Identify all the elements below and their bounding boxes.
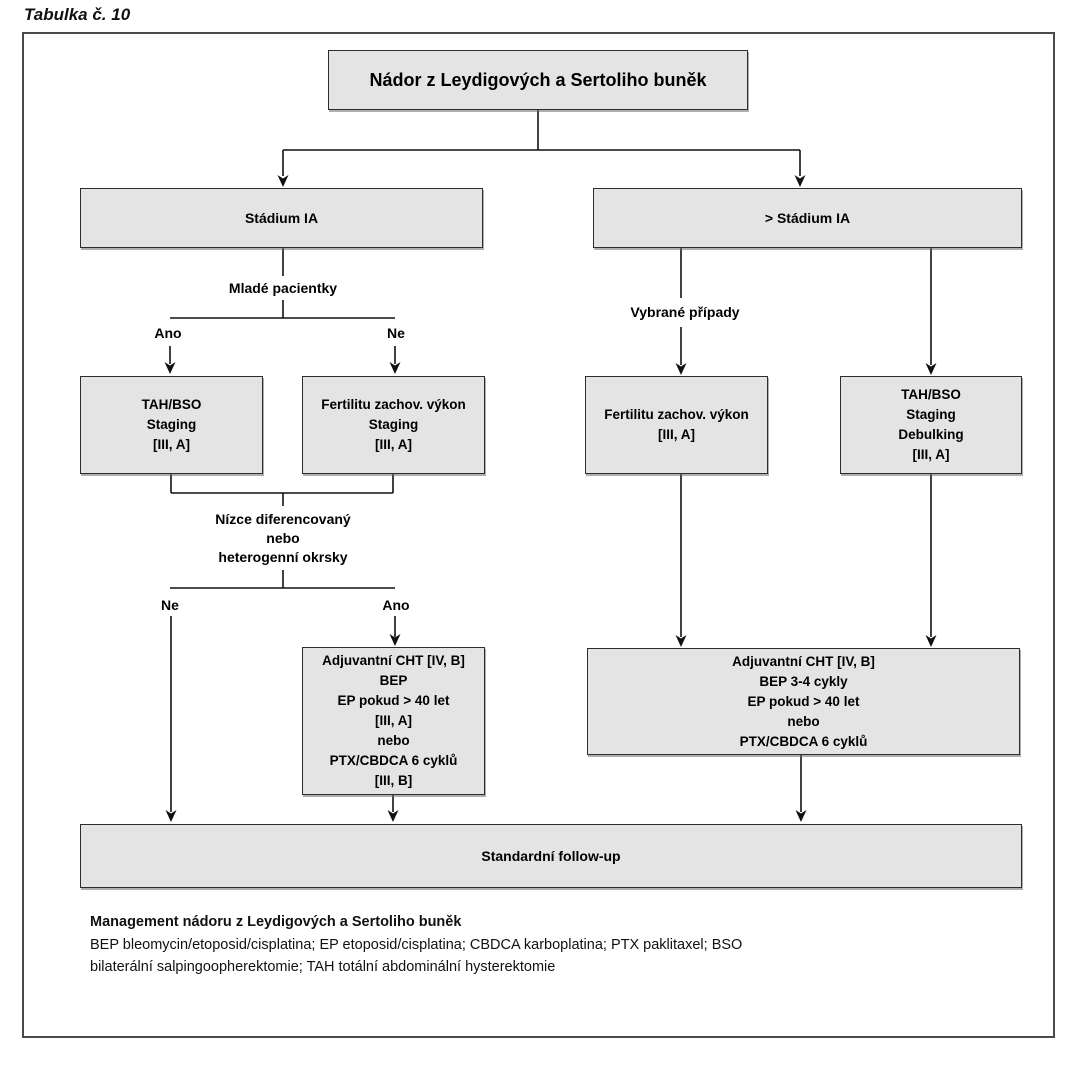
node-follow-up: Standardní follow-up xyxy=(80,824,1022,888)
node-root-label: Nádor z Leydigových a Sertoliho buněk xyxy=(369,70,707,90)
node-line: Fertilitu zachov. výkon xyxy=(321,397,466,412)
node-line: BEP 3-4 cykly xyxy=(759,673,848,689)
node-line: Fertilitu zachov. výkon xyxy=(604,407,749,422)
node-tah-bso-debulking: TAH/BSO Staging Debulking [III, A] xyxy=(840,376,1022,474)
label-mlade-pacientky: Mladé pacientky xyxy=(228,280,338,296)
footnote: Management nádoru z Leydigových a Sertol… xyxy=(90,911,742,979)
node-line: Staging xyxy=(146,417,197,432)
node-line: [III, A] xyxy=(375,437,412,452)
node-line: BEP xyxy=(379,673,408,688)
node-line: Staging xyxy=(906,407,956,422)
node-gt-stadium-ia-label: > Stádium IA xyxy=(764,210,851,226)
label-nizce-line1: Nízce diferencovaný xyxy=(215,511,351,527)
node-line: Staging xyxy=(368,417,419,432)
label-vybrane-pripady: Vybrané případy xyxy=(630,304,740,320)
table-caption: Tabulka č. 10 xyxy=(24,5,131,24)
node-line: TAH/BSO xyxy=(141,397,202,412)
label-ne-2: Ne xyxy=(161,597,179,613)
node-line: PTX/CBDCA 6 cyklů xyxy=(329,753,458,768)
node-line: EP pokud > 40 let xyxy=(337,693,450,708)
label-ano-2: Ano xyxy=(382,597,410,613)
node-line: [III, A] xyxy=(375,713,412,728)
node-line: [III, B] xyxy=(374,773,413,788)
node-fertilita-staging: Fertilitu zachov. výkon Staging [III, A] xyxy=(302,376,485,474)
node-follow-up-label: Standardní follow-up xyxy=(481,848,621,864)
node-line: [III, A] xyxy=(912,447,950,462)
node-line: TAH/BSO xyxy=(901,387,961,402)
label-ano-1: Ano xyxy=(154,325,182,341)
footnote-title: Management nádoru z Leydigových a Sertol… xyxy=(90,914,462,930)
node-stadium-ia: Stádium IA xyxy=(80,188,483,248)
node-adjuvant-cht-right: Adjuvantní CHT [IV, B] BEP 3-4 cykly EP … xyxy=(587,648,1020,755)
node-line: Debulking xyxy=(898,427,964,442)
node-adjuvant-cht-left: Adjuvantní CHT [IV, B] BEP EP pokud > 40… xyxy=(302,647,485,795)
node-fertilita-vykon: Fertilitu zachov. výkon [III, A] xyxy=(585,376,768,474)
node-stadium-ia-label: Stádium IA xyxy=(244,210,319,226)
label-nizce-line2: nebo xyxy=(266,530,300,546)
label-nizce-diferencovany: Nízce diferencovaný nebo heterogenní okr… xyxy=(215,510,350,567)
node-line: PTX/CBDCA 6 cyklů xyxy=(739,733,868,749)
label-nizce-line3: heterogenní okrsky xyxy=(218,549,348,565)
node-line: [III, A] xyxy=(153,437,190,452)
node-line: [III, A] xyxy=(658,427,695,442)
node-tah-bso-staging: TAH/BSO Staging [III, A] xyxy=(80,376,263,474)
node-line: nebo xyxy=(787,713,820,729)
node-line: nebo xyxy=(377,733,410,748)
node-line: EP pokud > 40 let xyxy=(747,693,860,709)
node-line: Adjuvantní CHT [IV, B] xyxy=(322,653,465,668)
footnote-abbreviations-line2: bilaterální salpingoopherektomie; TAH to… xyxy=(90,959,556,975)
node-line: Adjuvantní CHT [IV, B] xyxy=(732,653,875,669)
node-root-tumor: Nádor z Leydigových a Sertoliho buněk xyxy=(328,50,748,110)
node-gt-stadium-ia: > Stádium IA xyxy=(593,188,1022,248)
footnote-abbreviations-line1: BEP bleomycin/etoposid/cisplatina; EP et… xyxy=(90,936,743,953)
label-ne-1: Ne xyxy=(387,325,405,341)
